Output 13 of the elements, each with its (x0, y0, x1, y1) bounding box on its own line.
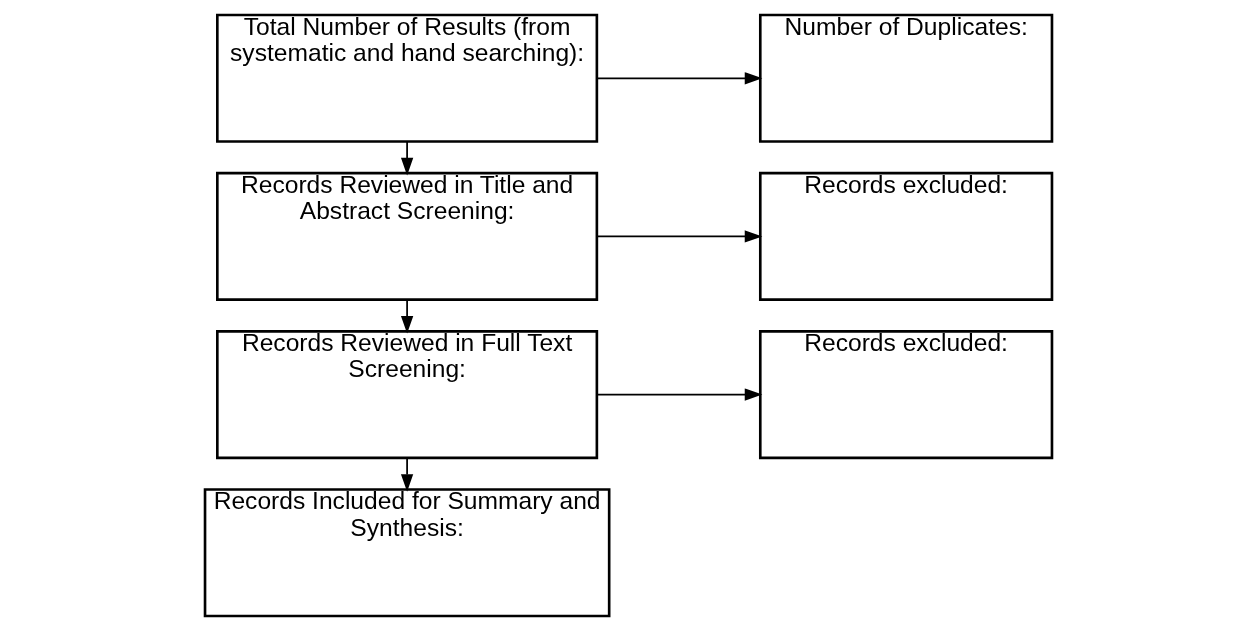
node-box: Records Included for Summary and Synthesis: (203, 488, 611, 618)
arrow (596, 230, 763, 243)
node-box: Number of Duplicates: (758, 13, 1054, 143)
node-box: Records excluded: (758, 330, 1054, 460)
arrow (596, 72, 763, 85)
arrow (596, 388, 763, 401)
node-box: Records excluded: (758, 171, 1054, 301)
node-box: Records Reviewed in Full Text Screening: (216, 330, 599, 460)
arrow (400, 457, 414, 492)
arrow (400, 140, 414, 176)
node-box: Total Number of Results (from systematic and hand searching): (216, 13, 599, 143)
arrow (400, 299, 414, 334)
node-box: Records Reviewed in Title and Abstract Screening: (216, 171, 599, 301)
